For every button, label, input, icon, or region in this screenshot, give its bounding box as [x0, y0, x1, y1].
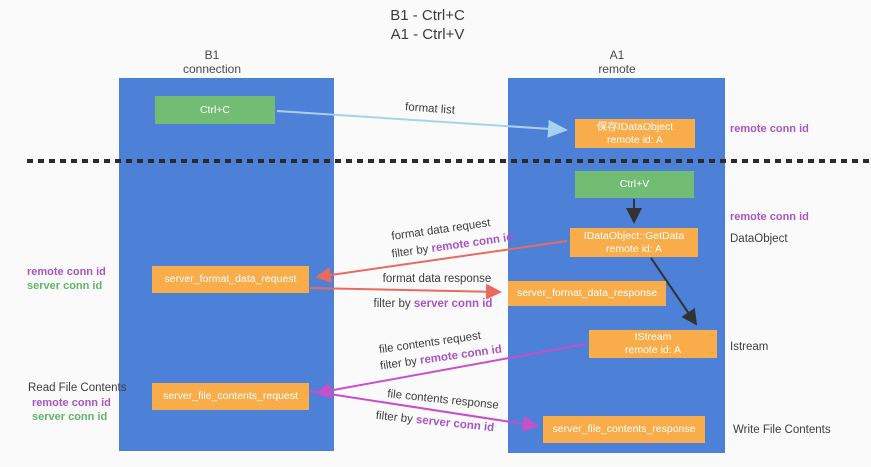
node-server-format-data-response: server_format_data_response — [508, 281, 666, 306]
format-data-response-arrow — [309, 283, 502, 300]
node-server-file-contents-request: server_file_contents_request — [152, 383, 309, 410]
node-ctrl-c: Ctrl+C — [155, 96, 275, 124]
lane-b1-subtitle: connection — [182, 62, 242, 76]
node-server-file-contents-response-label: server_file_contents_response — [552, 423, 696, 435]
filter-prefix: filter by — [379, 354, 421, 373]
annotation-read-file-contents: Read File Contents — [28, 382, 127, 394]
node-server-format-data-request: server_format_data_request — [152, 266, 309, 293]
annotation-dataobject: DataObject — [730, 233, 788, 245]
node-istream: IStream remote id: A — [589, 330, 717, 358]
annotation-remote-conn-id-top: remote conn id — [730, 123, 809, 135]
filter-key-server-conn-id: server conn id — [413, 298, 493, 310]
label-format-data-response-filter: filter by server conn id — [368, 298, 498, 310]
annotation-write-file-contents: Write File Contents — [733, 424, 831, 436]
node-ctrl-c-label: Ctrl+C — [199, 103, 231, 116]
annotation-istream: Istream — [730, 341, 769, 353]
label-file-contents-response-filter: filter by server conn id — [370, 409, 501, 435]
label-format-data-response: format data response — [382, 273, 492, 285]
node-ctrl-v-label: Ctrl+V — [619, 178, 650, 190]
node-save-idataobject-line1: 保存IDataObject — [596, 120, 674, 133]
filter-prefix: filter by — [375, 409, 417, 426]
label-file-contents-response: file contents response — [386, 388, 500, 412]
node-ctrl-v: Ctrl+V — [575, 171, 694, 198]
title-line-2: A1 - Ctrl+V — [390, 26, 465, 43]
filter-prefix: filter by — [373, 298, 414, 310]
node-save-idataobject-line2: remote id: A — [606, 133, 664, 146]
annotation-left-file-server-conn-id: server conn id — [32, 411, 108, 423]
lane-b1-name: B1 — [204, 48, 220, 62]
node-server-file-contents-response: server_file_contents_response — [543, 416, 705, 443]
lane-header-b1: B1 connection — [142, 48, 282, 76]
node-server-format-data-response-label: server_format_data_response — [516, 287, 658, 299]
label-format-list: format list — [404, 101, 456, 117]
annotation-left-file-remote-conn-id: remote conn id — [32, 397, 111, 409]
node-getdata-line1: IDataObject::GetData — [583, 229, 685, 242]
lane-a1-subtitle: remote — [598, 62, 636, 76]
node-istream-line2: remote id: A — [624, 344, 682, 356]
lane-a1-name: A1 — [609, 48, 625, 62]
node-getdata-line2: remote id: A — [605, 242, 663, 255]
node-save-idataobject: 保存IDataObject remote id: A — [575, 119, 695, 148]
title-line-1: B1 - Ctrl+C — [390, 7, 465, 24]
filter-prefix: filter by — [390, 242, 433, 261]
node-server-format-data-request-label: server_format_data_request — [164, 273, 297, 285]
annotation-left-format-remote-conn-id: remote conn id — [27, 266, 106, 278]
filter-key-server-conn-id: server conn id — [415, 414, 495, 435]
node-server-file-contents-request-label: server_file_contents_request — [163, 390, 298, 402]
annotation-left-format-server-conn-id: server conn id — [27, 280, 103, 292]
lane-header-a1: A1 remote — [547, 48, 687, 76]
diagram-title: B1 - Ctrl+C A1 - Ctrl+V — [330, 6, 525, 44]
node-idataobject-getdata: IDataObject::GetData remote id: A — [570, 228, 698, 257]
node-istream-line1: IStream — [634, 331, 672, 343]
annotation-remote-conn-id-mid: remote conn id — [730, 211, 809, 223]
